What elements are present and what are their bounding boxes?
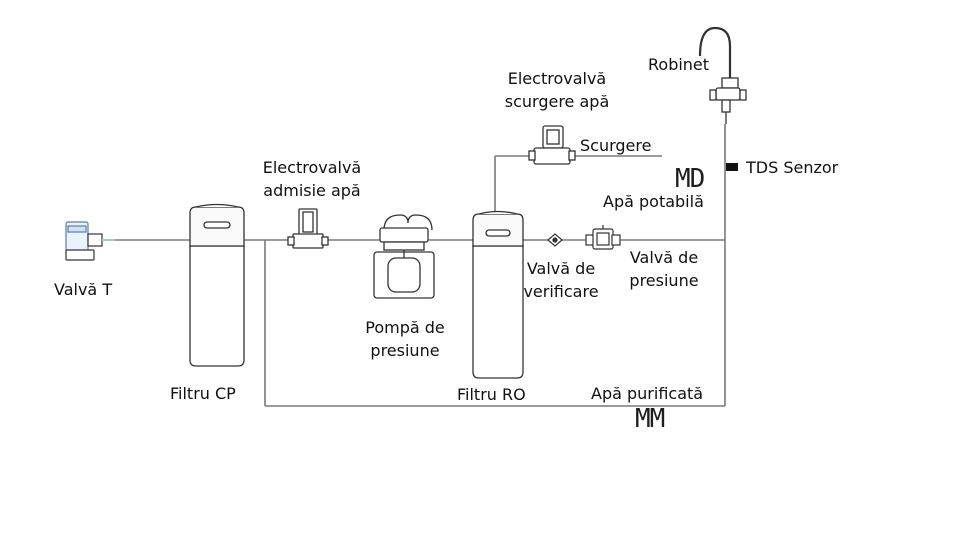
valva-presiune-line-2: presiune — [629, 271, 699, 290]
valva-verificare-line-1: Valvă de — [526, 259, 596, 278]
filtru-ro-label: Filtru RO — [457, 385, 526, 404]
robinet-label: Robinet — [648, 55, 710, 74]
pompa-label: Pompă de presiune — [350, 316, 460, 362]
valva-t-label: Valvă T — [54, 280, 113, 299]
valva-t-icon — [65, 221, 115, 261]
valva-verificare-label: Valvă de verificare — [513, 257, 609, 303]
electrovalva-admisie-icon — [287, 208, 329, 249]
filtru-cp-icon — [189, 203, 245, 367]
electrovalva-scurgere-line-2: scurgere apă — [504, 92, 610, 111]
valva-presiune-line-1: Valvă de — [629, 248, 699, 267]
scurgere-label: Scurgere — [580, 136, 652, 155]
electrovalva-scurgere-icon — [528, 125, 576, 165]
valva-presiune-icon — [585, 225, 621, 250]
robinet-icon — [698, 26, 747, 124]
apa-purificata-label: Apă purificată — [591, 384, 704, 403]
electrovalva-admisie-label: Electrovalvă admisie apă — [252, 156, 372, 202]
electrovalva-admisie-line-1: Electrovalvă — [262, 158, 362, 177]
valva-verificare-line-2: verificare — [523, 282, 599, 301]
electrovalva-scurgere-line-1: Electrovalvă — [507, 69, 607, 88]
filtru-ro-icon — [472, 210, 524, 379]
pompa-icon — [373, 214, 435, 299]
electrovalva-admisie-line-2: admisie apă — [263, 181, 361, 200]
apa-potabila-label: Apă potabilă — [603, 192, 704, 211]
valva-verificare-icon — [547, 233, 563, 247]
filtru-cp-label: Filtru CP — [170, 384, 236, 403]
valva-presiune-label: Valvă de presiune — [616, 246, 712, 292]
tds-senzor-icon — [726, 163, 738, 171]
mm-mark: MM — [635, 404, 665, 434]
pompa-line-1: Pompă de — [365, 318, 445, 337]
pompa-line-2: presiune — [370, 341, 440, 360]
md-mark: MD — [675, 164, 705, 194]
tds-senzor-label: TDS Senzor — [746, 158, 839, 177]
electrovalva-scurgere-label: Electrovalvă scurgere apă — [492, 67, 622, 113]
